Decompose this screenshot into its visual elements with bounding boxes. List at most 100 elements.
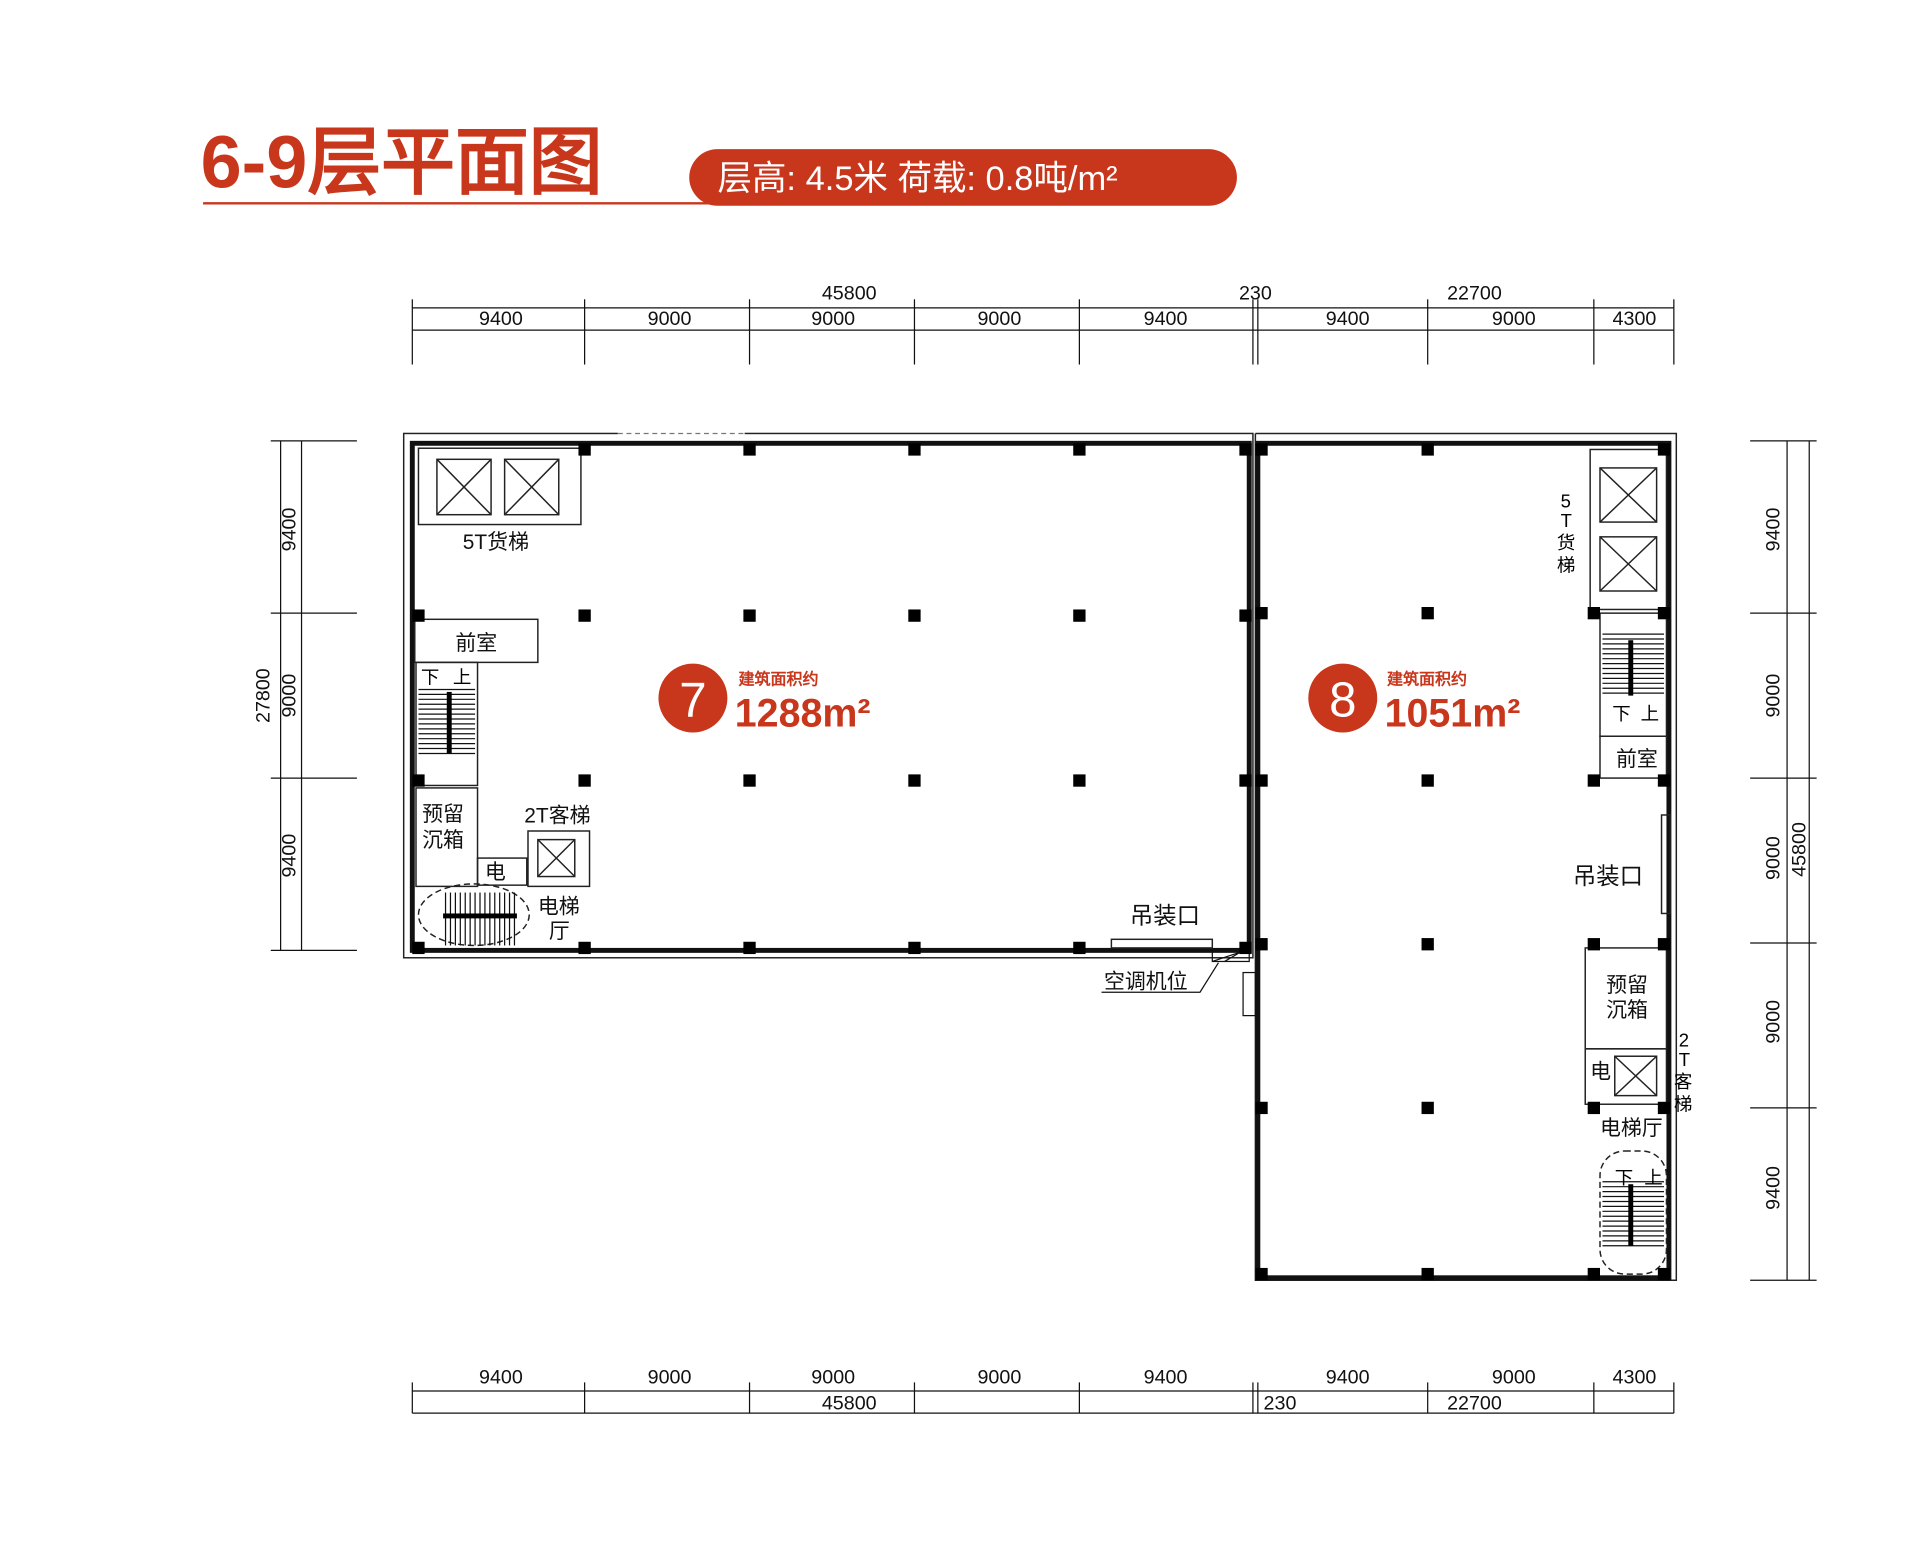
column: [1239, 609, 1252, 622]
room-label-antechamber-r: 前室: [1616, 748, 1658, 771]
stair-down-label-r2: 下: [1615, 1167, 1633, 1188]
electric-room-label: 电: [485, 861, 506, 884]
passenger-label-r1: 2: [1679, 1029, 1689, 1050]
column: [1255, 607, 1268, 620]
column: [1255, 1101, 1268, 1115]
column: [743, 609, 756, 622]
column: [578, 443, 591, 456]
column: [1421, 443, 1434, 456]
column: [1657, 443, 1671, 456]
column: [1073, 443, 1086, 456]
room-label-freight-elevator: 5T货梯: [463, 531, 529, 554]
hoist-label: 吊装口: [1130, 902, 1200, 928]
lobby-label-2: 厅: [549, 920, 570, 943]
column: [908, 443, 921, 456]
column: [1239, 941, 1252, 955]
stair-down-label: 下: [421, 666, 439, 687]
stair-up-label: 上: [453, 666, 471, 687]
dim-bottom-overall-right: 22700: [1447, 1392, 1502, 1414]
ac-label: 空调机位: [1104, 971, 1188, 994]
unit-8-badge: 8 建筑面积约 1051m²: [1308, 663, 1521, 735]
column: [1255, 443, 1268, 456]
dim-bottom-gap: 230: [1264, 1392, 1297, 1414]
dim-right-seg: 9000: [1763, 1000, 1785, 1044]
passenger-elevator-shaft: [527, 830, 591, 888]
column: [1587, 774, 1600, 787]
dim-top-seg: 9000: [648, 308, 692, 330]
dim-bottom-seg: 9000: [648, 1367, 692, 1389]
column: [743, 774, 756, 787]
freight-label-r3: 货: [1557, 532, 1575, 553]
freight-label-r1: 5: [1561, 490, 1571, 511]
dim-right-seg: 9000: [1763, 836, 1785, 880]
dim-bottom-seg: 9400: [1144, 1367, 1188, 1389]
freight-elevator-shafts: [417, 447, 582, 526]
column: [1421, 1267, 1434, 1281]
freight-elevator-shafts-right: [1589, 448, 1668, 611]
column: [1587, 1267, 1600, 1281]
antechamber-room-r: [1599, 735, 1668, 779]
column: [1255, 1267, 1268, 1281]
unit-7-plan: 5T货梯 前室 下 上 预留 沉箱 2T客梯 电 电梯 厅: [402, 431, 1254, 994]
freight-label-r4: 梯: [1557, 554, 1575, 575]
dim-top-seg: 9000: [1492, 308, 1536, 330]
reserved-label-r1: 预留: [1606, 974, 1648, 997]
unit-8-wall: [1255, 440, 1672, 1281]
unit-8-circle: [1308, 663, 1378, 733]
dim-right-seg: 9400: [1763, 508, 1785, 552]
unit-7-wall: [409, 440, 1252, 953]
column: [1657, 938, 1671, 951]
hoist-opening: [1110, 938, 1214, 949]
dim-top-seg: 9400: [1144, 308, 1188, 330]
hoist-label-r: 吊装口: [1573, 863, 1643, 889]
stair-down-label-r: 下: [1612, 703, 1630, 724]
dim-left-seg: 9000: [278, 674, 300, 718]
column: [908, 609, 921, 622]
column: [743, 443, 756, 456]
ac-platform: [1211, 948, 1250, 963]
unit-7-circle: [658, 663, 728, 733]
reserved-sunken-box: [415, 787, 479, 888]
reserved-label-1: 预留: [422, 803, 464, 826]
reserved-label-r2: 沉箱: [1606, 999, 1648, 1022]
column: [1657, 774, 1671, 787]
dim-bottom-seg: 9000: [1492, 1367, 1536, 1389]
hoist-opening-r: [1660, 814, 1671, 915]
dim-left-overall: 27800: [253, 668, 275, 723]
column: [1239, 443, 1252, 456]
dim-top-seg: 4300: [1613, 308, 1657, 330]
dim-top-seg: 9400: [479, 308, 523, 330]
room-label-passenger-elevator: 2T客梯: [524, 804, 590, 827]
stair-up-label-r: 上: [1641, 703, 1659, 724]
column: [1657, 1101, 1671, 1115]
stair-left-lower: [417, 883, 530, 947]
dim-bottom-seg: 9000: [977, 1367, 1021, 1389]
dim-top-seg: 9000: [977, 308, 1021, 330]
dim-top-seg: 9400: [1326, 308, 1370, 330]
column: [1657, 607, 1671, 620]
dim-left-seg: 9400: [278, 508, 300, 552]
column: [908, 941, 921, 955]
column: [1073, 609, 1086, 622]
stair-up-label-r2: 上: [1644, 1167, 1662, 1188]
column: [1657, 1267, 1671, 1281]
lobby-label-1: 电梯: [538, 895, 580, 918]
column: [743, 941, 756, 955]
column: [1587, 1101, 1600, 1115]
column: [1239, 774, 1252, 787]
room-label-antechamber: 前室: [455, 632, 497, 655]
column: [412, 609, 425, 622]
column: [578, 941, 591, 955]
unit-8-area: 1051m²: [1385, 691, 1521, 735]
column: [578, 774, 591, 787]
electric-room-label-r: 电: [1590, 1060, 1611, 1083]
spec-badge-text: 层高: 4.5米 荷载: 0.8吨/m²: [718, 160, 1118, 198]
column: [908, 774, 921, 787]
unit-7-area-label: 建筑面积约: [738, 670, 818, 689]
dim-bottom-seg: 9400: [479, 1367, 523, 1389]
bottom-dimensions: 9400 9000 9000 9000 9400 9400 9000 4300 …: [479, 1367, 1656, 1415]
column: [1255, 938, 1268, 951]
unit-8-plan: 5 T 货 梯 下 上 前室 吊装口 预留 沉箱 电 2 T 客 梯 电梯厅: [1242, 432, 1692, 1281]
